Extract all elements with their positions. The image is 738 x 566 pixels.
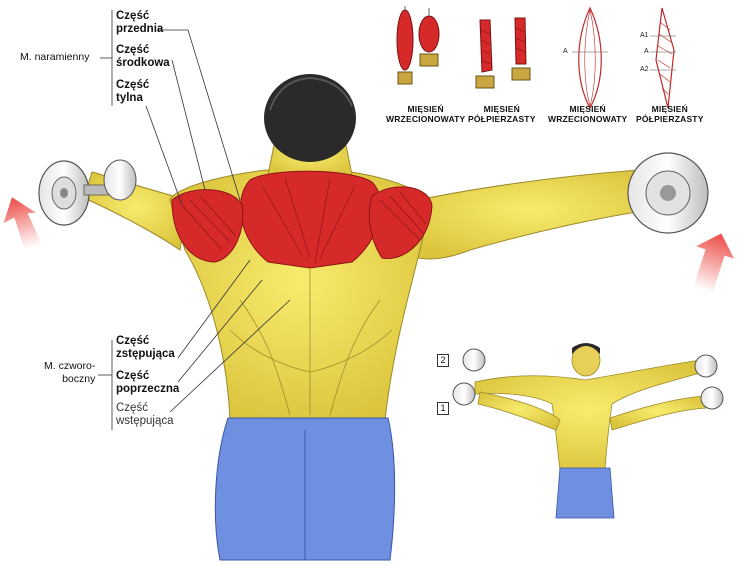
right-dumbbell: [627, 152, 709, 234]
phase-2-box: 2: [437, 354, 449, 367]
fusiform-fiber-diagram: [572, 6, 608, 110]
fiber-caption-2: MIĘSIEŃ PÓŁPIERZASTY: [468, 104, 536, 124]
head-hair: [264, 74, 356, 162]
trapezius-name: M. czworo- boczny: [44, 360, 96, 385]
trapezius-part-descending: Część zstępująca: [116, 335, 175, 360]
deltoid-name: M. naramienny: [20, 51, 90, 63]
right-up-arrow: [693, 233, 735, 294]
right-arm: [394, 169, 665, 260]
leader-lines: [98, 10, 291, 430]
mark-a-fusiform: A: [563, 48, 568, 55]
fiber-icons: [396, 6, 676, 110]
left-up-arrow: [3, 197, 42, 250]
mark-a: A: [644, 48, 649, 55]
fusiform-muscle-icon: [396, 6, 440, 85]
fiber-caption-4: MIĘSIEŃ PÓŁPIERZASTY: [636, 104, 704, 124]
trapezius-part-transverse: Część poprzeczna: [116, 370, 180, 395]
fiber-caption-1: MIĘSIEŃ WRZECIONOWATY: [386, 104, 466, 124]
front-figure: [452, 343, 724, 519]
mark-a2: A2: [640, 66, 649, 73]
trapezius-part-ascending: Część wstępująca: [116, 402, 174, 427]
unipennate-muscle-icon: [475, 17, 531, 89]
back-figure: [83, 74, 665, 561]
deltoid-part-anterior: Część przednia: [116, 10, 164, 35]
left-dumbbell: [38, 159, 137, 226]
trapezius-upper-muscle: [239, 170, 382, 269]
deltoid-part-posterior: Część tylna: [116, 79, 150, 104]
pennate-fiber-diagram: [650, 7, 676, 109]
phase-1-box: 1: [437, 402, 449, 415]
fiber-caption-3: MIĘSIEŃ WRZECIONOWATY: [548, 104, 628, 124]
mark-a1: A1: [640, 32, 649, 39]
deltoid-part-middle: Część środkowa: [116, 44, 170, 69]
left-deltoid-muscle: [171, 189, 244, 263]
